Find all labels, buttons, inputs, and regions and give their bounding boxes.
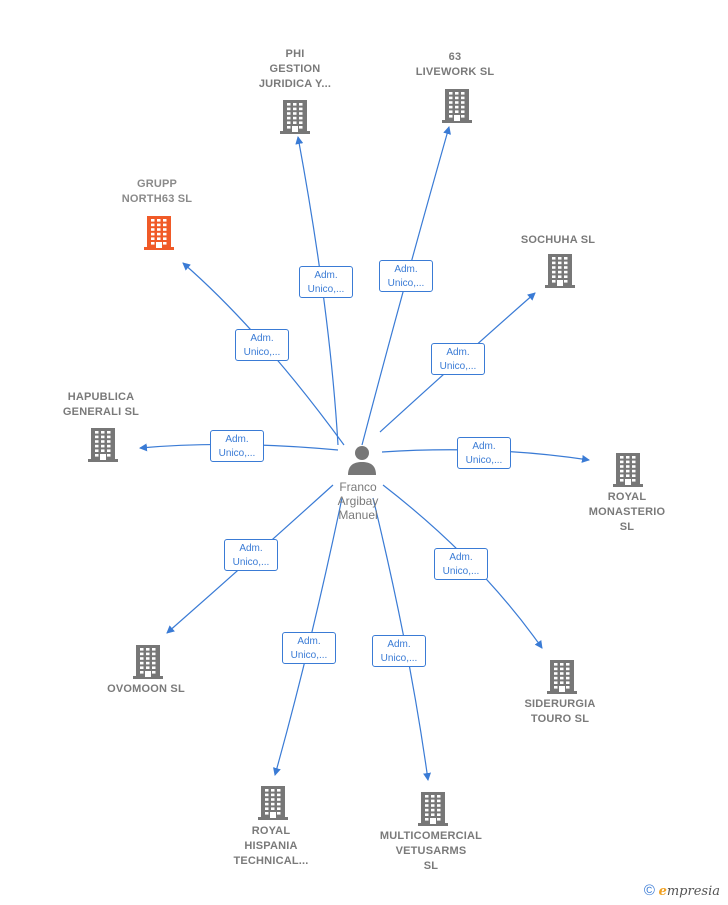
company-label-line: SL — [423, 860, 439, 872]
relation-label-line: Unico,... — [387, 278, 425, 289]
relation-label-line: Adm. — [239, 543, 263, 554]
person-icon[interactable] — [346, 443, 378, 475]
relation-label-line: Unico,... — [218, 448, 256, 459]
company-label-line: 63 — [448, 51, 462, 63]
building-icon[interactable] — [440, 87, 474, 123]
company-label-line: VETUSARMS — [395, 845, 467, 857]
edge-63livework — [361, 126, 451, 446]
relation-label-line: Unico,... — [232, 557, 270, 568]
company-label-ovomoon[interactable]: OVOMOON SL — [71, 682, 221, 697]
company-label-line: SOCHUHA SL — [520, 234, 596, 246]
company-label-line: ROYAL — [251, 825, 291, 837]
relation-label[interactable]: Adm. Unico,... — [299, 266, 353, 298]
copyright-icon: © — [643, 882, 655, 899]
relation-label[interactable]: Adm. Unico,... — [235, 329, 289, 361]
person-name-line: Argibay — [337, 494, 379, 508]
watermark: © empresia — [644, 882, 720, 899]
relation-label-line: Unico,... — [290, 650, 328, 661]
relation-label-line: Adm. — [225, 434, 249, 445]
edge-phi — [295, 136, 339, 446]
relation-label[interactable]: Adm. Unico,... — [372, 635, 426, 667]
company-label-sochuha[interactable]: SOCHUHA SL — [483, 233, 633, 248]
relation-label[interactable]: Adm. Unico,... — [210, 430, 264, 462]
relation-label-line: Unico,... — [439, 361, 477, 372]
building-icon[interactable] — [256, 784, 290, 820]
company-label-line: LIVEWORK SL — [415, 66, 495, 78]
relation-label-line: Unico,... — [243, 347, 281, 358]
relation-label-line: Adm. — [449, 552, 473, 563]
company-label-line: TECHNICAL... — [233, 855, 309, 867]
relation-label[interactable]: Adm. Unico,... — [457, 437, 511, 469]
relation-label[interactable]: Adm. Unico,... — [434, 548, 488, 580]
relation-label-line: Adm. — [314, 270, 338, 281]
relation-label-line: Adm. — [297, 636, 321, 647]
company-label-line: TOURO SL — [530, 713, 590, 725]
relation-label-line: Unico,... — [442, 566, 480, 577]
company-label-line: GENERALI SL — [62, 406, 140, 418]
building-icon[interactable] — [611, 451, 645, 487]
relation-label-line: Adm. — [446, 347, 470, 358]
relation-label[interactable]: Adm. Unico,... — [379, 260, 433, 292]
company-label-multicomercial[interactable]: MULTICOMERCIAL VETUSARMS SL — [356, 829, 506, 874]
relation-label-line: Adm. — [250, 333, 274, 344]
building-icon[interactable] — [416, 790, 450, 826]
company-label-siderurgia[interactable]: SIDERURGIA TOURO SL — [485, 697, 635, 727]
brand-logo: empresia — [658, 884, 720, 899]
company-label-line: OVOMOON SL — [107, 683, 185, 695]
relation-label-line: Unico,... — [307, 284, 345, 295]
company-label-line: JURIDICA Y... — [258, 78, 332, 90]
relation-label-line: Adm. — [394, 264, 418, 275]
person-name-line: Manuel — [338, 508, 378, 522]
building-icon[interactable] — [131, 643, 165, 679]
company-label-grupp[interactable]: GRUPP NORTH63 SL — [82, 177, 232, 207]
company-label-line: ROYAL — [607, 491, 647, 503]
company-label-line: MONASTERIO — [588, 506, 666, 518]
company-label-line: SL — [619, 521, 635, 533]
relation-label-line: Adm. — [387, 639, 411, 650]
building-icon[interactable] — [543, 252, 577, 288]
relation-label-line: Adm. — [472, 441, 496, 452]
company-label-line: SIDERURGIA — [524, 698, 596, 710]
relation-label-line: Unico,... — [465, 455, 503, 466]
company-label-hapublica[interactable]: HAPUBLICA GENERALI SL — [26, 390, 176, 420]
company-label-line: GESTION — [269, 63, 321, 75]
company-label-line: GRUPP — [136, 178, 178, 190]
company-label-line: MULTICOMERCIAL — [379, 830, 483, 842]
company-label-line: HAPUBLICA — [67, 391, 135, 403]
company-label-royal-monasterio[interactable]: ROYAL MONASTERIO SL — [552, 490, 702, 535]
relation-label[interactable]: Adm. Unico,... — [224, 539, 278, 571]
company-label-phi[interactable]: PHI GESTION JURIDICA Y... — [220, 47, 370, 92]
relation-label-line: Unico,... — [380, 653, 418, 664]
company-label-royal-hispania[interactable]: ROYAL HISPANIA TECHNICAL... — [196, 824, 346, 869]
person-label[interactable]: Franco Argibay Manuel — [313, 480, 403, 522]
building-icon[interactable] — [278, 98, 312, 134]
person-name-line: Franco — [339, 480, 377, 494]
building-icon[interactable] — [142, 214, 176, 250]
building-icon[interactable] — [86, 426, 120, 462]
company-label-line: PHI — [285, 48, 305, 60]
company-label-line: HISPANIA — [244, 840, 298, 852]
relation-label[interactable]: Adm. Unico,... — [431, 343, 485, 375]
building-icon[interactable] — [545, 658, 579, 694]
relation-label[interactable]: Adm. Unico,... — [282, 632, 336, 664]
company-label-line: NORTH63 SL — [121, 193, 193, 205]
